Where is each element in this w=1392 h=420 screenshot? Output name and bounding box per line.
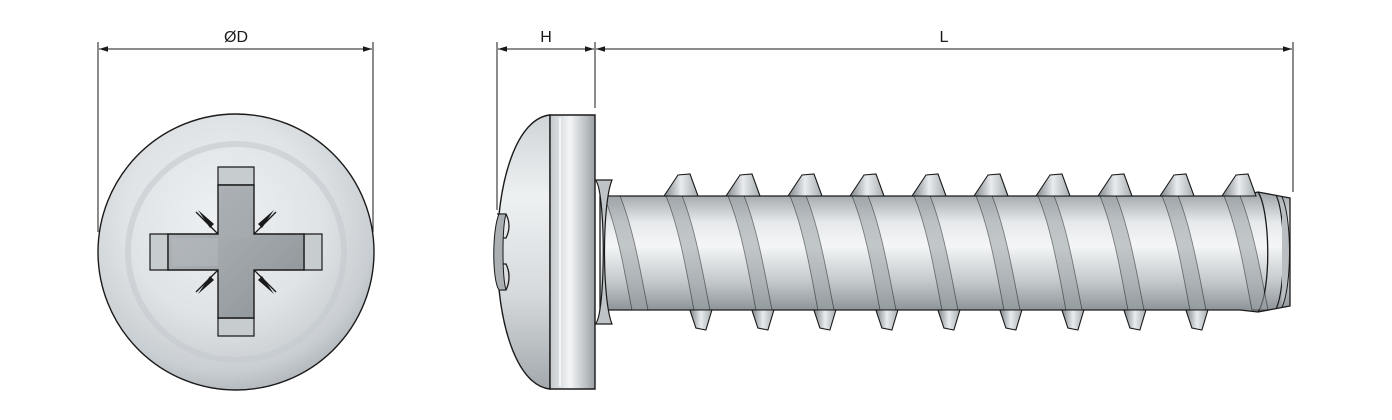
thread-crest-bottom bbox=[1185, 309, 1209, 331]
thread-crest-bottom bbox=[1061, 309, 1085, 331]
thread-crest-top bbox=[848, 173, 885, 197]
thread-crest-top bbox=[1096, 173, 1133, 197]
screw-side-view: H L bbox=[493, 29, 1294, 390]
head-flange bbox=[549, 114, 596, 390]
thread-crest-top bbox=[972, 173, 1009, 197]
thread-crest-bottom bbox=[813, 309, 837, 331]
thread-crest-top bbox=[1158, 173, 1195, 197]
thread-crest-top bbox=[910, 173, 947, 197]
head-dome bbox=[496, 114, 551, 390]
thread-crest-top bbox=[786, 173, 823, 197]
thread-crest-bottom bbox=[751, 309, 775, 331]
thread-crest-top bbox=[724, 173, 761, 197]
thread-crest-bottom bbox=[689, 309, 713, 331]
thread-crest-bottom bbox=[999, 309, 1023, 331]
head-top-view: ØD bbox=[97, 29, 375, 391]
thread-band bbox=[603, 195, 649, 311]
thread-crest-top bbox=[1034, 173, 1071, 197]
head-neck bbox=[592, 179, 613, 325]
thread-crest-bottom bbox=[1123, 309, 1147, 331]
head-height-label: H bbox=[540, 29, 552, 46]
thread-crest-bottom bbox=[937, 309, 961, 331]
thread-crest-bottom bbox=[875, 309, 899, 331]
thread-crest-top bbox=[1220, 173, 1257, 197]
thread-turns bbox=[603, 173, 1269, 331]
thread-band bbox=[1223, 195, 1269, 311]
pozidriv-recess bbox=[149, 166, 323, 337]
diameter-label: ØD bbox=[224, 29, 248, 46]
threaded-shank bbox=[599, 173, 1291, 331]
length-label: L bbox=[940, 29, 949, 46]
thread-crest-top bbox=[662, 173, 699, 197]
